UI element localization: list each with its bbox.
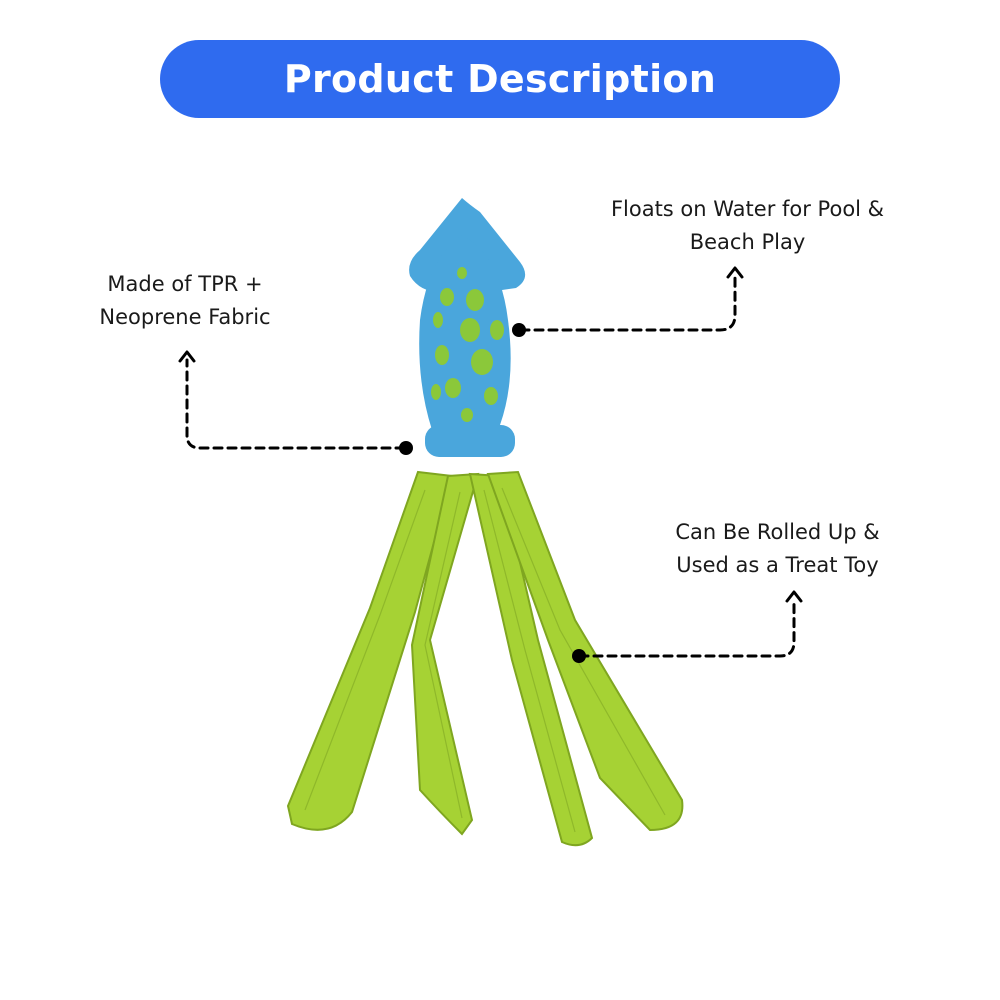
arrowhead-floats [726, 266, 744, 279]
leader-dots [399, 323, 586, 663]
tentacle-inner-right [468, 472, 594, 847]
leader-line-treat [578, 598, 796, 658]
tentacle-far-left [286, 470, 454, 831]
callout-floats-line2: Beach Play [689, 230, 806, 254]
leader-lines [185, 274, 796, 658]
leader-line-floats [519, 274, 737, 332]
header-banner: Product Description [160, 40, 840, 118]
dot-material [399, 441, 413, 455]
callout-material-line2: Neoprene Fabric [99, 305, 271, 329]
leader-arrowheads [178, 266, 803, 603]
callout-material: Made of TPR + Neoprene Fabric [60, 268, 310, 334]
tentacles [286, 470, 684, 847]
tentacle-far-right [486, 470, 684, 832]
arrowhead-treat [785, 590, 803, 603]
callout-floats: Floats on Water for Pool & Beach Play [575, 193, 920, 259]
callout-treat-line2: Used as a Treat Toy [676, 553, 879, 577]
squid-head [409, 198, 526, 457]
tentacle-stitching [304, 487, 666, 833]
page-title: Product Description [283, 57, 717, 101]
leader-line-material [185, 358, 406, 450]
tentacle-inner-left [410, 472, 480, 836]
callout-treat: Can Be Rolled Up & Used as a Treat Toy [640, 516, 915, 582]
callout-treat-line1: Can Be Rolled Up & [675, 520, 880, 544]
callout-material-line1: Made of TPR + [107, 272, 263, 296]
squid-collar [425, 425, 515, 457]
dot-floats [512, 323, 526, 337]
dot-treat [572, 649, 586, 663]
squid-holes [431, 267, 504, 422]
callout-floats-line1: Floats on Water for Pool & [610, 197, 885, 221]
arrowhead-material [178, 350, 196, 363]
